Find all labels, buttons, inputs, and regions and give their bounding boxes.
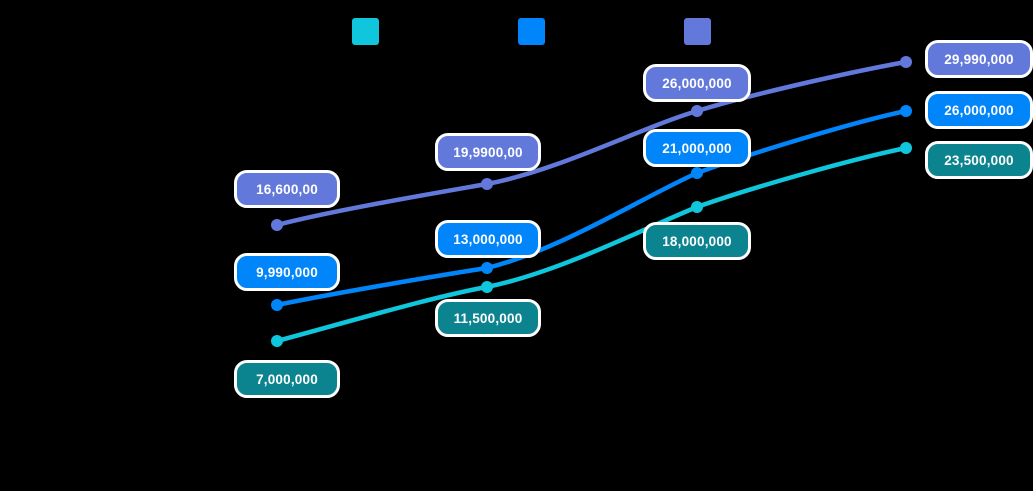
line-series-periwinkle [274,59,909,228]
data-point-periwinkle-2[interactable] [481,178,493,190]
value-label-blue-3: 21,000,000 [643,129,751,167]
data-point-teal-4[interactable] [900,142,912,154]
value-label-blue-4: 26,000,000 [925,91,1033,129]
legend-swatch-teal[interactable] [352,18,379,45]
data-point-blue-2[interactable] [481,262,493,274]
value-label-blue-1: 9,990,000 [234,253,340,291]
chart-legend [0,0,1033,50]
legend-swatch-blue[interactable] [518,18,545,45]
line-series-teal [274,145,909,344]
value-label-periwinkle-2: 19,9900,00 [435,133,541,171]
data-point-teal-2[interactable] [481,281,493,293]
legend-swatch-periwinkle[interactable] [684,18,711,45]
data-point-blue-1[interactable] [271,299,283,311]
data-point-periwinkle-1[interactable] [271,219,283,231]
line-series-blue [274,108,909,308]
value-label-teal-3: 18,000,000 [643,222,751,260]
value-label-periwinkle-4: 29,990,000 [925,40,1033,78]
data-point-teal-1[interactable] [271,335,283,347]
value-label-teal-1: 7,000,000 [234,360,340,398]
value-label-teal-4: 23,500,000 [925,141,1033,179]
data-point-periwinkle-3[interactable] [691,105,703,117]
data-point-teal-3[interactable] [691,201,703,213]
value-label-teal-2: 11,500,000 [435,299,541,337]
value-label-blue-2: 13,000,000 [435,220,541,258]
data-point-blue-4[interactable] [900,105,912,117]
data-point-blue-3[interactable] [691,167,703,179]
data-point-periwinkle-4[interactable] [900,56,912,68]
value-label-periwinkle-3: 26,000,000 [643,64,751,102]
value-label-periwinkle-1: 16,600,00 [234,170,340,208]
